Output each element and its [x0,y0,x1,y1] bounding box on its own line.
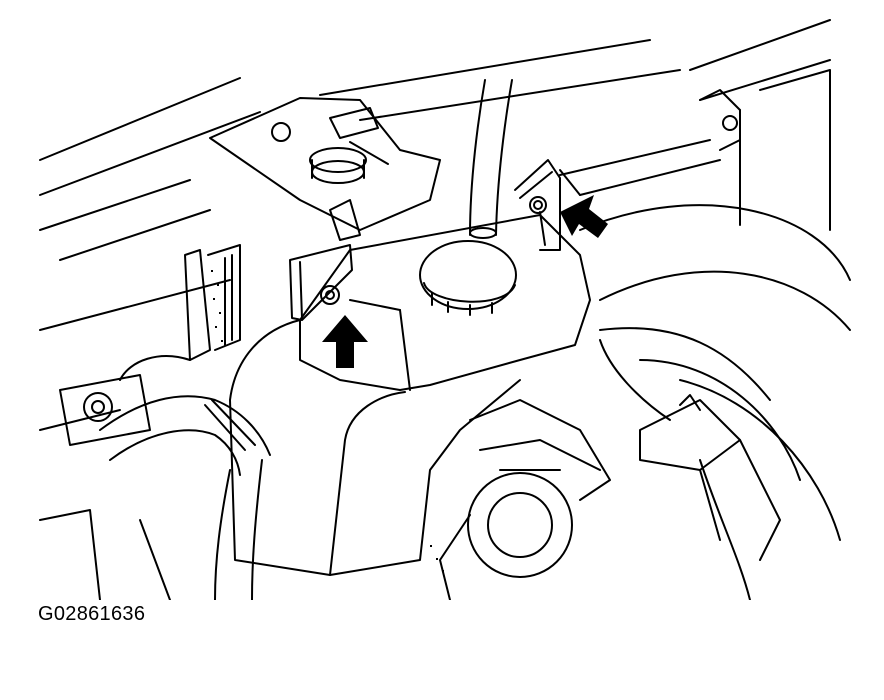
left-bolt [59,374,151,446]
right-bracket [514,159,561,251]
overflow-hose [469,79,513,239]
upper-right-clip [699,89,741,151]
fan-blades [469,399,611,501]
radiator-hose [99,355,271,600]
radiator-frame [319,19,831,231]
reservoir-tank [229,214,591,576]
upper-mount-bracket [209,97,441,241]
fan-motor [639,394,781,561]
radiator-hatching [211,270,444,572]
figure-code: G02861636 [38,603,146,625]
left-bracket [289,244,353,321]
callout-arrow-left [322,315,368,368]
callout-arrow-right [560,195,608,238]
engine-bay-illustration [39,19,851,600]
fan-shroud [579,204,851,600]
radiator-core [184,244,241,361]
lower-frame [39,409,171,600]
cowl-outline [39,77,261,331]
pulley [439,472,573,600]
reservoir-cap [419,240,517,316]
